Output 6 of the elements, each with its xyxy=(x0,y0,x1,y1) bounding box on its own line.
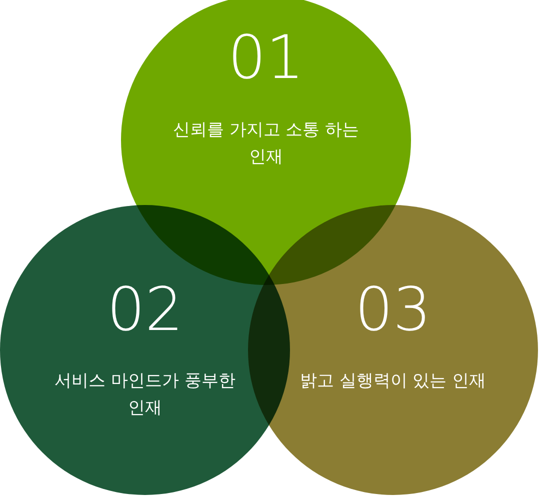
number-label: 03 xyxy=(354,275,432,345)
description-text: 신뢰를 가지고 소통 하는 인재 xyxy=(172,119,360,169)
description-text: 밝고 실행력이 있는 인재 xyxy=(298,370,488,393)
number-label: 01 xyxy=(226,23,306,93)
number-label: 02 xyxy=(106,275,184,345)
description-text: 서비스 마인드가 풍부한 인재 xyxy=(54,370,236,420)
